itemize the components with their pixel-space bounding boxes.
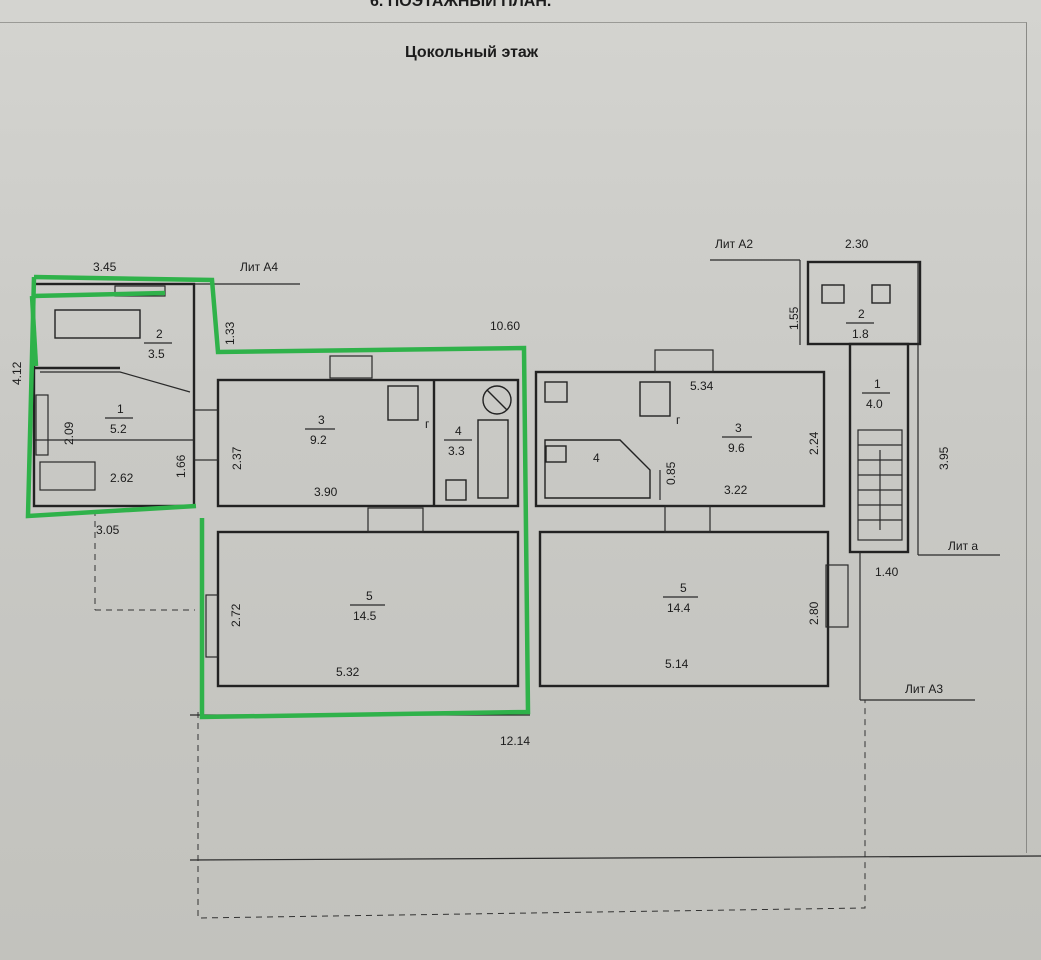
dim-0-85: 0.85: [664, 461, 678, 485]
room-left-1: 1 5.2: [105, 402, 133, 436]
dim-1-40: 1.40: [875, 565, 899, 579]
right-door: [664, 505, 711, 533]
mid-top-window: [329, 355, 373, 379]
dim-1-66: 1.66: [174, 454, 188, 478]
left-stair-steps: [39, 461, 96, 491]
highlight-inner-top: [31, 290, 166, 299]
boiler-icon: [482, 385, 512, 415]
dim-12-14: 12.14: [500, 734, 530, 748]
room-stair-1: 1 4.0: [862, 377, 890, 411]
dim-2-24: 2.24: [807, 431, 821, 455]
dim-3-90: 3.90: [314, 485, 338, 499]
right-block: [534, 259, 1000, 701]
room-mid-3: 3 9.2: [305, 413, 335, 447]
dim-3-45: 3.45: [93, 260, 117, 274]
right-side-window: [825, 564, 849, 628]
room-mid-5: 5 14.5: [350, 589, 385, 623]
svg-text:4.0: 4.0: [866, 397, 883, 411]
svg-text:1: 1: [117, 402, 124, 416]
svg-text:1.8: 1.8: [852, 327, 869, 341]
svg-text:14.5: 14.5: [353, 609, 377, 623]
right-upper-walls: [534, 370, 826, 508]
svg-text:5.2: 5.2: [110, 422, 127, 436]
lit-a4-label: Лит А4: [240, 260, 278, 274]
middle-block: [193, 355, 520, 688]
mid-upper-walls: [216, 378, 520, 508]
right-top-window: [654, 349, 714, 373]
mid-door: [367, 507, 424, 533]
dim-3-05: 3.05: [96, 523, 120, 537]
sink-icon: [545, 445, 567, 463]
svg-text:3: 3: [318, 413, 325, 427]
top-cut-heading: 6. ПОЭТАЖНЫЙ ПЛАН.: [370, 0, 551, 10]
dim-2-09: 2.09: [62, 421, 76, 445]
svg-text:2: 2: [156, 327, 163, 341]
dim-1-55: 1.55: [787, 306, 801, 330]
dim-4-12: 4.12: [10, 361, 24, 385]
left-block-walls: [32, 282, 196, 508]
stairs: [857, 429, 903, 541]
mid-connector: [193, 409, 219, 461]
dim-2-80: 2.80: [807, 601, 821, 625]
room-right-5: 5 14.4: [663, 581, 698, 615]
left-window: [114, 285, 166, 297]
highlight-boundary: [33, 274, 531, 720]
dim-1-33: 1.33: [223, 321, 237, 345]
svg-text:9.6: 9.6: [728, 441, 745, 455]
dim-3-22: 3.22: [724, 483, 748, 497]
left-stair-line: [40, 371, 191, 393]
dim-5-34: 5.34: [690, 379, 714, 393]
boiler-icon-right: [544, 381, 568, 403]
room-left-2: 2 3.5: [144, 327, 172, 361]
mid-left-window: [205, 594, 219, 658]
lit-a3-label: Лит А3: [905, 682, 943, 696]
svg-text:3.5: 3.5: [148, 347, 165, 361]
dim-5-14: 5.14: [665, 657, 689, 671]
dim-10-60: 10.60: [490, 319, 520, 333]
dim-2-62: 2.62: [110, 471, 134, 485]
toilet-icon: [445, 479, 467, 501]
page-border: [0, 22, 1027, 853]
stove-icon: [387, 385, 419, 421]
stove-icon-right: [639, 381, 671, 417]
annex-toilet-icon: [821, 284, 845, 304]
left-block: [32, 282, 300, 611]
svg-text:14.4: 14.4: [667, 601, 691, 615]
page-fold: [189, 855, 1041, 861]
svg-text:2: 2: [858, 307, 865, 321]
svg-text:5: 5: [680, 581, 687, 595]
lit-a2-label: Лит А2: [715, 237, 753, 251]
room-right-3: 3 9.6: [722, 421, 752, 455]
floor-title: Цокольный этаж: [405, 44, 539, 61]
bathtub-icon: [477, 419, 509, 499]
svg-text:9.2: 9.2: [310, 433, 327, 447]
room-annex-2: 2 1.8: [846, 307, 874, 341]
gas-mark-right: г: [676, 413, 681, 427]
dim-2-37: 2.37: [230, 446, 244, 470]
stair-room-walls: [848, 342, 910, 554]
basement-outline: [197, 700, 866, 919]
dim-2-30: 2.30: [845, 237, 869, 251]
svg-text:4: 4: [593, 451, 600, 465]
svg-text:3.3: 3.3: [448, 444, 465, 458]
highlight-boundary-left: [25, 276, 197, 519]
kitchen-counter: [544, 439, 651, 499]
lit-a-label: Лит а: [948, 539, 978, 553]
dim-3-95: 3.95: [937, 446, 951, 470]
dim-2-72: 2.72: [229, 603, 243, 627]
room-right-4: 4: [593, 451, 600, 465]
left-side-window: [35, 394, 49, 456]
svg-text:5: 5: [366, 589, 373, 603]
highlight-inner-left: [29, 295, 39, 367]
gas-mark-mid: г: [425, 417, 430, 431]
room-mid-4: 4 3.3: [444, 424, 472, 458]
svg-text:1: 1: [874, 377, 881, 391]
svg-text:3: 3: [735, 421, 742, 435]
svg-text:4: 4: [455, 424, 462, 438]
bath-fixture: [54, 309, 141, 339]
annex-sink-icon: [871, 284, 891, 304]
dim-5-32: 5.32: [336, 665, 360, 679]
